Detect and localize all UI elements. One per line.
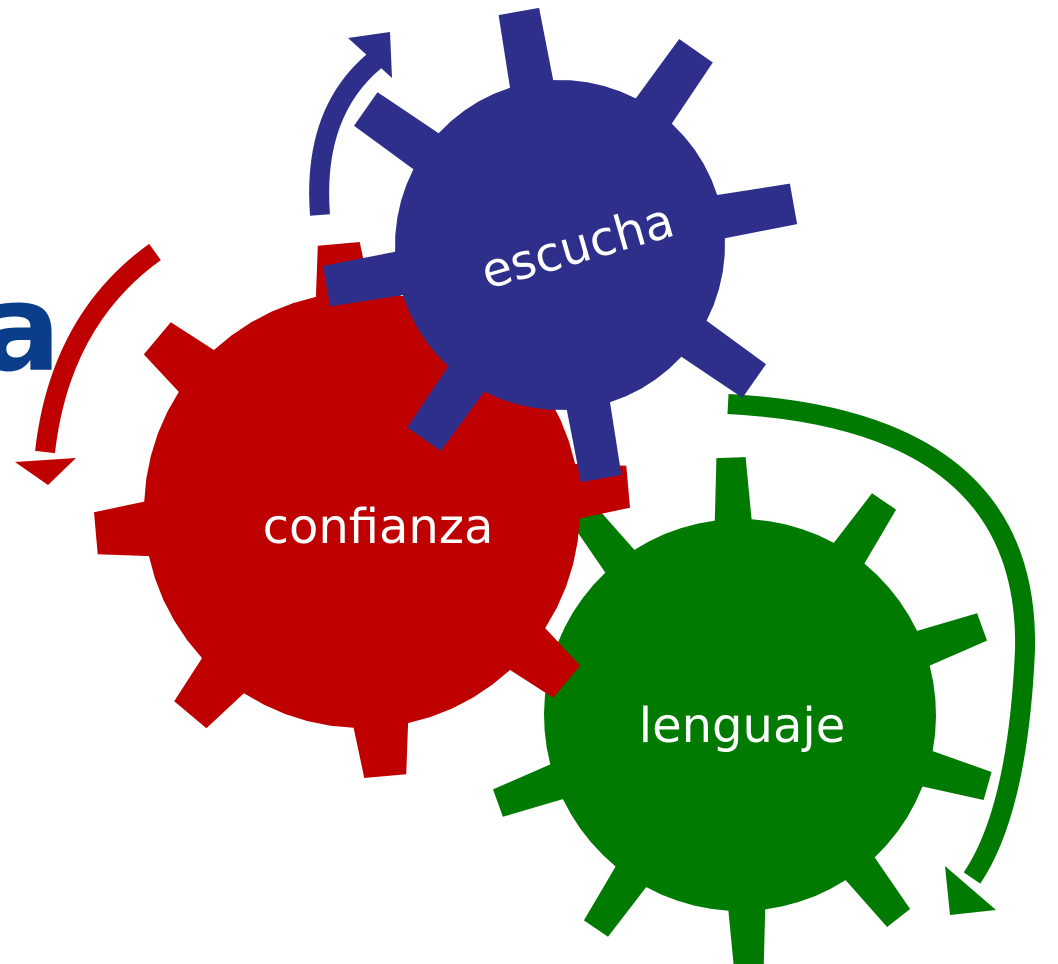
red-rotation-arrow — [15, 243, 161, 485]
gear-escucha: escucha — [322, 7, 798, 483]
gear-label-lenguaje: lenguaje — [639, 698, 845, 754]
gear-label-confianza: confianza — [263, 499, 494, 555]
gear-lenguaje: lenguaje — [488, 457, 992, 964]
blue-rotation-arrow — [309, 32, 392, 216]
green-rotation-arrow — [727, 394, 1036, 915]
cropped-edge-letter: a — [0, 260, 61, 399]
